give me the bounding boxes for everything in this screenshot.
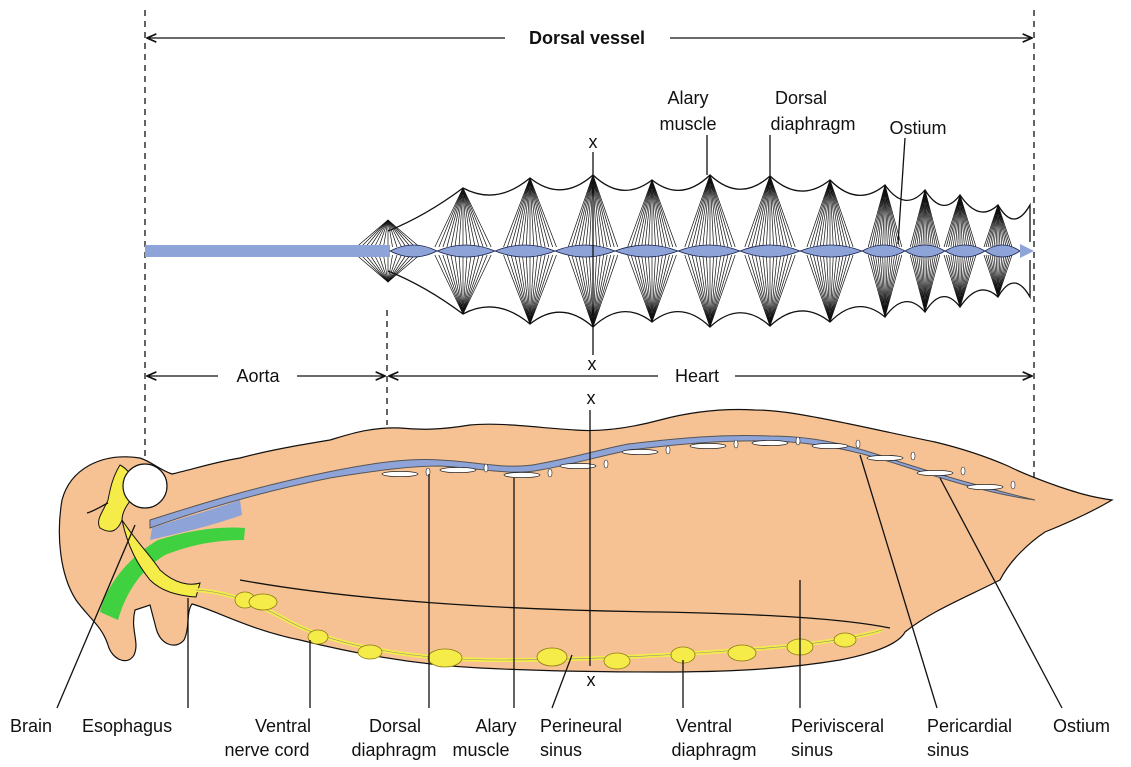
- top-dorsal-diaphragm-label-1: Dorsal: [775, 88, 827, 108]
- label-pericardial-sinus-1: Pericardial: [927, 716, 1012, 736]
- ostium-valve: [961, 467, 965, 475]
- heart-chamber: [495, 245, 555, 257]
- bottom-labels: Brain Esophagus Ventral nerve cord Dorsa…: [10, 716, 1110, 760]
- heart-tip: [1020, 244, 1034, 258]
- heart-chamber: [437, 245, 495, 257]
- heart-chamber: [740, 245, 800, 257]
- top-ostium-label: Ostium: [889, 118, 946, 138]
- compound-eye: [123, 464, 167, 508]
- heart-chamber: [555, 245, 615, 257]
- ostium-valve: [484, 464, 488, 472]
- label-alary-muscle-2: muscle: [452, 740, 509, 760]
- section-marker-bottom: x: [587, 670, 596, 690]
- ostium-slit: [622, 449, 658, 454]
- label-brain: Brain: [10, 716, 52, 736]
- ostium-slit: [504, 472, 540, 477]
- ostium-slit: [917, 470, 953, 475]
- label-dorsal-diaphragm-1: Dorsal: [369, 716, 421, 736]
- ostium-valve: [734, 440, 738, 448]
- label-ventral-diaphragm-1: Ventral: [676, 716, 732, 736]
- aorta-tube: [145, 245, 390, 257]
- label-perivisceral-sinus-2: sinus: [791, 740, 833, 760]
- section-marker-top: x: [589, 132, 598, 152]
- ostium-valve: [1011, 481, 1015, 489]
- ostium-valve: [796, 437, 800, 445]
- ganglion: [537, 648, 567, 666]
- label-alary-muscle-1: Alary: [475, 716, 516, 736]
- top-alary-muscle-label-1: Alary: [667, 88, 708, 108]
- ganglion: [249, 594, 277, 610]
- ganglion: [428, 649, 462, 667]
- ostium-valve: [666, 446, 670, 454]
- ostium-slit: [690, 443, 726, 448]
- label-ventral-nerve-cord-2: nerve cord: [224, 740, 309, 760]
- ostium-slit: [752, 440, 788, 445]
- ostium-valve: [604, 460, 608, 468]
- heart-chamber: [615, 245, 678, 257]
- ostium-slit: [867, 455, 903, 460]
- heart-chamber: [678, 245, 740, 257]
- section-marker-mid: x: [588, 354, 597, 374]
- top-view: x x Alary muscle Dorsal diaphragm Ostium: [145, 88, 1034, 374]
- ganglion: [728, 645, 756, 661]
- section-marker-lower-top: x: [587, 388, 596, 408]
- dorsal-vessel-title: Dorsal vessel: [529, 28, 645, 48]
- ganglion: [308, 630, 328, 644]
- ostium-valve: [548, 469, 552, 477]
- aorta-label: Aorta: [236, 366, 280, 386]
- ostium-slit: [812, 443, 848, 448]
- label-dorsal-diaphragm-2: diaphragm: [351, 740, 436, 760]
- heart-segments: [390, 245, 1020, 257]
- heart-label: Heart: [675, 366, 719, 386]
- label-perineural-sinus-2: sinus: [540, 740, 582, 760]
- ostium-slit: [382, 471, 418, 476]
- dorsal-vessel-dimension: Dorsal vessel: [147, 28, 1032, 48]
- label-perivisceral-sinus-1: Perivisceral: [791, 716, 884, 736]
- heart-chamber: [905, 245, 945, 257]
- ganglion: [834, 633, 856, 647]
- label-ventral-nerve-cord-1: Ventral: [255, 716, 311, 736]
- ganglion: [358, 645, 382, 659]
- label-ostium: Ostium: [1053, 716, 1110, 736]
- label-pericardial-sinus-2: sinus: [927, 740, 969, 760]
- label-perineural-sinus-1: Perineural: [540, 716, 622, 736]
- label-ventral-diaphragm-2: diaphragm: [671, 740, 756, 760]
- ostium-slit: [440, 467, 476, 472]
- ganglion: [604, 653, 630, 669]
- ostium-slit: [967, 484, 1003, 489]
- top-dorsal-diaphragm-label-2: diaphragm: [770, 114, 855, 134]
- body-section: x x: [59, 388, 1112, 690]
- ostium-valve: [911, 452, 915, 460]
- ostium-valve: [856, 440, 860, 448]
- top-alary-muscle-label-2: muscle: [659, 114, 716, 134]
- label-esophagus: Esophagus: [82, 716, 172, 736]
